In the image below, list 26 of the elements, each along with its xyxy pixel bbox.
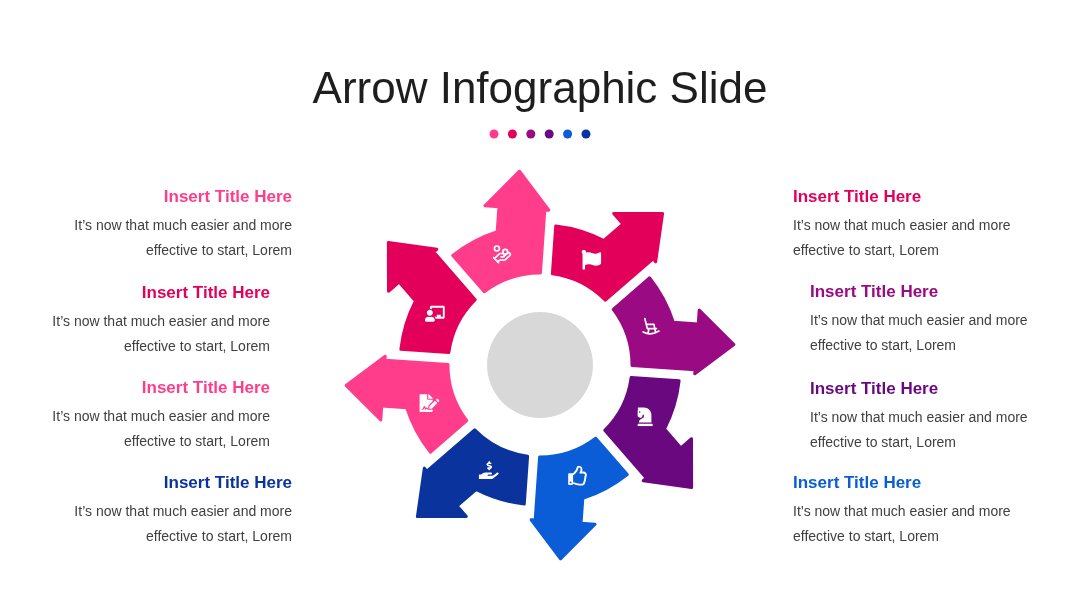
- hub-circle: [487, 312, 593, 418]
- arrow-shape: [386, 240, 477, 355]
- arrow-shape: [451, 169, 551, 294]
- item-description: It’s now that much easier and more effective to start, Lorem: [73, 502, 292, 546]
- arrow-shape: [550, 211, 665, 302]
- arrow-shape: [529, 436, 629, 561]
- item-title: Insert Title Here: [810, 281, 939, 303]
- arrow-shape: [603, 375, 694, 490]
- arrow-shape: [344, 354, 469, 454]
- item-description: It’s now that much easier and more effective to start, Lorem: [793, 502, 1012, 546]
- item-title: Insert Title Here: [810, 378, 939, 400]
- item-description: It’s now that much easier and more effective to start, Lorem: [810, 408, 1029, 452]
- arrow-shape: [611, 276, 736, 376]
- item-title: Insert Title Here: [163, 472, 292, 494]
- item-description: It’s now that much easier and more effective to start, Lorem: [51, 407, 270, 451]
- item-description: It’s now that much easier and more effective to start, Lorem: [810, 311, 1029, 355]
- item-description: It’s now that much easier and more effective to start, Lorem: [793, 216, 1012, 260]
- item-title: Insert Title Here: [141, 282, 270, 304]
- item-description: It’s now that much easier and more effective to start, Lorem: [73, 216, 292, 260]
- arrow-shape: [415, 428, 530, 519]
- slide-title: Arrow Infographic Slide: [312, 62, 768, 114]
- item-title: Insert Title Here: [793, 186, 922, 208]
- item-title: Insert Title Here: [163, 186, 292, 208]
- item-title: Insert Title Here: [141, 377, 270, 399]
- item-title: Insert Title Here: [793, 472, 922, 494]
- item-description: It’s now that much easier and more effective to start, Lorem: [51, 312, 270, 356]
